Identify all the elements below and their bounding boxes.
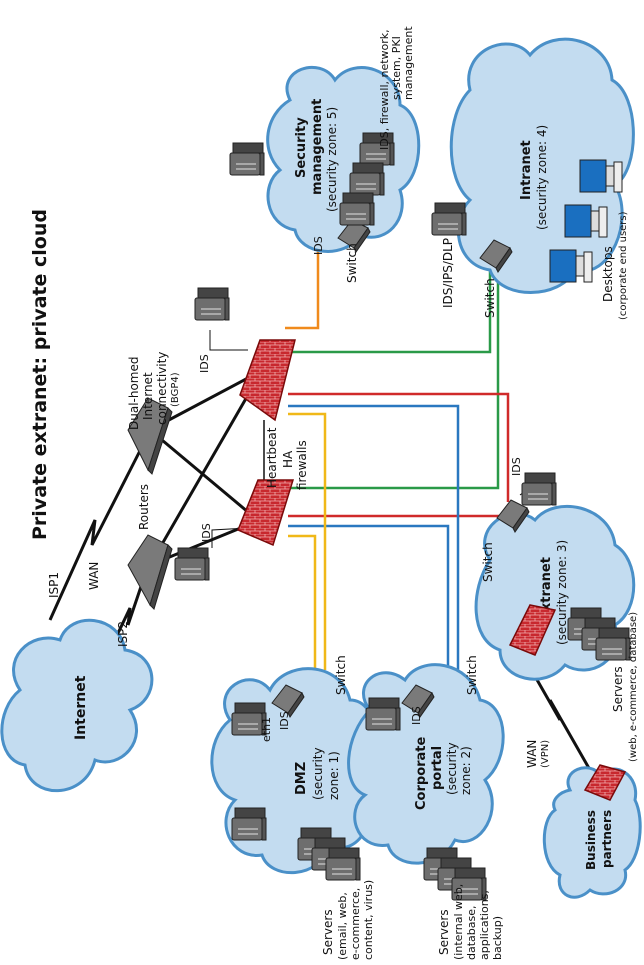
- ha-label-2: firewalls: [295, 440, 309, 490]
- extranet-servers-1: Servers: [611, 666, 625, 712]
- eth1-label: eth1: [260, 717, 273, 742]
- page-title: Private extranet: private cloud: [29, 209, 51, 540]
- ids-label-fw2: IDS: [200, 523, 213, 542]
- partners-name2: partners: [600, 810, 614, 868]
- ids-label-dmz: IDS: [278, 711, 291, 730]
- intranet-zone: (security zone: 4): [535, 125, 549, 230]
- portal-name: Corporate: [414, 736, 429, 810]
- extranet-name: Extranet: [539, 557, 554, 620]
- wanvpn-label-2: (VPN): [540, 740, 551, 768]
- desktops-label-1: Desktops: [601, 246, 615, 302]
- cloud-internet: Internet: [0, 618, 154, 793]
- firewall-primary: [239, 339, 296, 422]
- idsipsdlp-label: IDS/IPS/DLP: [441, 238, 455, 308]
- cloud-security-mgmt: Security management (security zone: 5): [266, 65, 421, 253]
- network-links: [263, 240, 510, 670]
- dual-label-1: Dual-homed: [127, 357, 141, 431]
- firewall-secondary: [237, 479, 295, 547]
- dmz-servers-2: (email, web,: [336, 892, 349, 960]
- wanvpn-label-1: WAN: [525, 740, 539, 768]
- secmgmt-zone: (security zone: 5): [325, 107, 339, 212]
- intranet-name: Intranet: [519, 140, 534, 200]
- portal-servers-4: applications,: [478, 890, 491, 960]
- dual-label-4: (BGP4): [170, 372, 181, 407]
- portal-servers-1: Servers: [437, 909, 451, 955]
- portal-servers-3: database,: [465, 906, 478, 961]
- portal-name2: portal: [430, 746, 445, 790]
- ids-label-portal: IDS: [410, 706, 423, 725]
- switch-label-dmz: Switch: [334, 655, 348, 695]
- isp1-label: ISP1: [47, 572, 61, 598]
- dual-label-2: Internet: [141, 372, 155, 420]
- portal-zone2: zone: 2): [459, 746, 473, 795]
- sec-servers-1: IDS, firewall, network,: [378, 29, 391, 150]
- ids-label-sec: IDS: [312, 236, 325, 255]
- firewall-extranet: [508, 604, 557, 656]
- firewall-partners: [583, 764, 627, 801]
- partners-name: Business: [584, 810, 598, 870]
- dmz-servers-4: content, virus): [362, 880, 375, 960]
- wan-links: [48, 376, 592, 771]
- dual-label-3: connectivity: [155, 352, 169, 425]
- switch-label-portal: Switch: [465, 655, 479, 695]
- switch-label-sec: Switch: [345, 243, 359, 283]
- router-1: [127, 397, 173, 475]
- secmgmt-name: Security: [294, 117, 309, 178]
- wan-label: WAN: [87, 562, 101, 590]
- sec-servers-3: management: [402, 26, 415, 100]
- ha-label: HA: [281, 450, 295, 468]
- switch-label-intranet: Switch: [483, 278, 497, 318]
- dmz-servers-3: e-commerce,: [349, 888, 362, 960]
- ids-label-fw1: IDS: [198, 354, 211, 373]
- sec-servers-2: system, PKI: [390, 36, 403, 100]
- extranet-zone: (security zone: 3): [555, 540, 569, 645]
- router-2: [127, 534, 173, 610]
- cloud-label-internet: Internet: [73, 675, 89, 740]
- portal-servers-2: (internal web,: [452, 884, 465, 960]
- routers-label: Routers: [137, 484, 151, 530]
- desktops-label-2: (corporate end users): [618, 211, 629, 320]
- isp2-label: ISP2: [116, 621, 130, 647]
- heartbeat-label: Heartbeat: [265, 427, 279, 488]
- dmz-zone: (security: [311, 747, 325, 800]
- ids-label-extranet: IDS: [510, 457, 523, 476]
- switch-label-extranet: Switch: [481, 542, 495, 582]
- dmz-name: DMZ: [294, 762, 309, 795]
- dmz-zone2: zone: 1): [327, 751, 341, 800]
- portal-zone: (security: [445, 742, 459, 795]
- desktops: [549, 159, 623, 283]
- extranet-servers-2: (web, e-commerce, database): [628, 612, 639, 762]
- dmz-servers-1: Servers: [321, 909, 335, 955]
- secmgmt-name2: management: [310, 99, 325, 195]
- portal-servers-5: backup): [491, 916, 504, 960]
